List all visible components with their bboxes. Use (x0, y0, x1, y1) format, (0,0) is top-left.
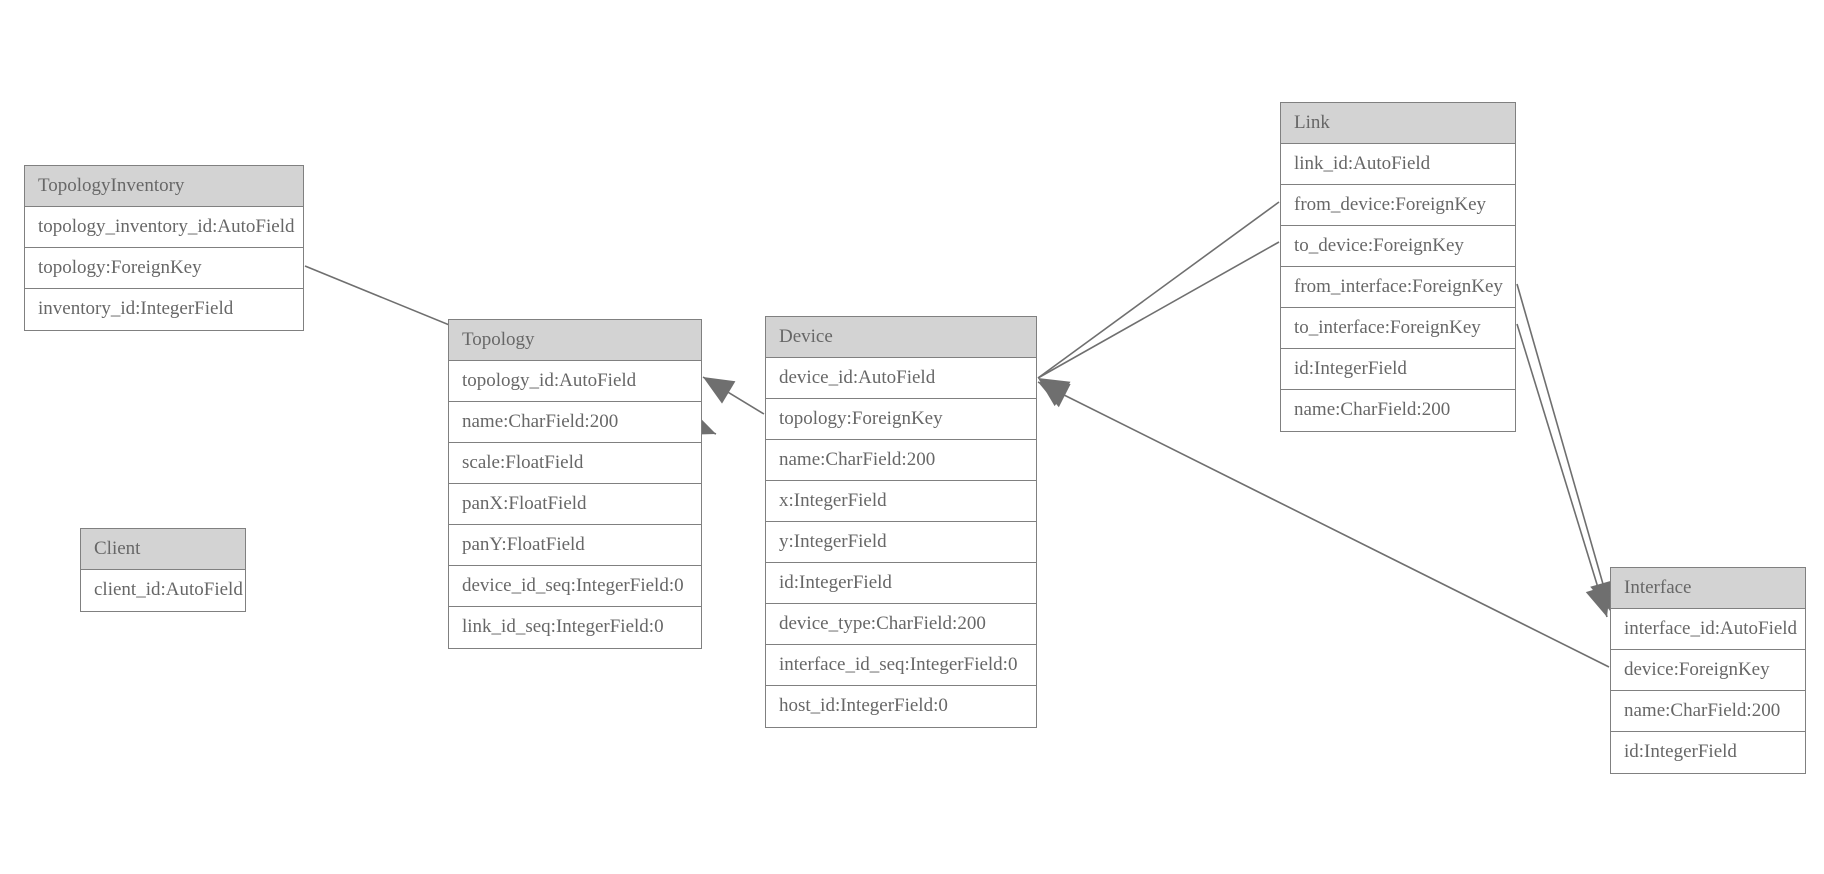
entity-field-row: to_interface:ForeignKey (1281, 308, 1515, 349)
entity-field-row: topology_id:AutoField (449, 361, 701, 402)
entity-field-row: link_id_seq:IntegerField:0 (449, 607, 701, 648)
entity-field-row: client_id:AutoField (81, 570, 245, 611)
entity-field-row: device_id_seq:IntegerField:0 (449, 566, 701, 607)
entity-field-row: name:CharField:200 (1281, 390, 1515, 431)
relationship-link-from_device (1037, 201, 1280, 407)
entity-field-row: y:IntegerField (766, 522, 1036, 563)
entity-title-interface: Interface (1611, 568, 1805, 609)
entity-field-row: device_type:CharField:200 (766, 604, 1036, 645)
entity-field-row: host_id:IntegerField:0 (766, 686, 1036, 727)
entity-field-row: id:IntegerField (766, 563, 1036, 604)
entity-field-row: topology_inventory_id:AutoField (25, 207, 303, 248)
relationship-line (702, 376, 765, 415)
entity-title-link: Link (1281, 103, 1515, 144)
entity-field-row: x:IntegerField (766, 481, 1036, 522)
entity-field-row: panX:FloatField (449, 484, 701, 525)
relationship-arrowhead (703, 377, 736, 404)
entity-field-row: topology:ForeignKey (766, 399, 1036, 440)
relationship-link-to_interface (1516, 323, 1611, 618)
entity-field-row: link_id:AutoField (1281, 144, 1515, 185)
entity-field-row: id:IntegerField (1611, 732, 1805, 773)
entity-field-row: device:ForeignKey (1611, 650, 1805, 691)
entity-field-row: panY:FloatField (449, 525, 701, 566)
relationship-line (1037, 201, 1280, 379)
entity-field-row: name:CharField:200 (449, 402, 701, 443)
entity-field-row: name:CharField:200 (766, 440, 1036, 481)
entity-field-row: name:CharField:200 (1611, 691, 1805, 732)
entity-field-row: to_device:ForeignKey (1281, 226, 1515, 267)
entity-field-row: interface_id_seq:IntegerField:0 (766, 645, 1036, 686)
relationship-arrowhead (1038, 382, 1071, 408)
relationship-link-from_interface (1516, 283, 1616, 613)
entity-field-row: interface_id:AutoField (1611, 609, 1805, 650)
relationship-line (1516, 283, 1612, 613)
entity-field-row: scale:FloatField (449, 443, 701, 484)
entity-title-topology_inventory: TopologyInventory (25, 166, 303, 207)
relationship-device-topology (702, 376, 765, 415)
relationship-line (1516, 323, 1608, 618)
entity-field-row: inventory_id:IntegerField (25, 289, 303, 330)
entity-field-row: device_id:AutoField (766, 358, 1036, 399)
entity-field-row: topology:ForeignKey (25, 248, 303, 289)
entity-field-row: id:IntegerField (1281, 349, 1515, 390)
entity-title-client: Client (81, 529, 245, 570)
entity-field-row: from_device:ForeignKey (1281, 185, 1515, 226)
entity-title-device: Device (766, 317, 1036, 358)
relationship-link-to_device (1037, 241, 1280, 405)
entity-field-row: from_interface:ForeignKey (1281, 267, 1515, 308)
relationship-arrowhead (1038, 378, 1071, 405)
entity-title-topology: Topology (449, 320, 701, 361)
relationship-line (1037, 241, 1280, 379)
